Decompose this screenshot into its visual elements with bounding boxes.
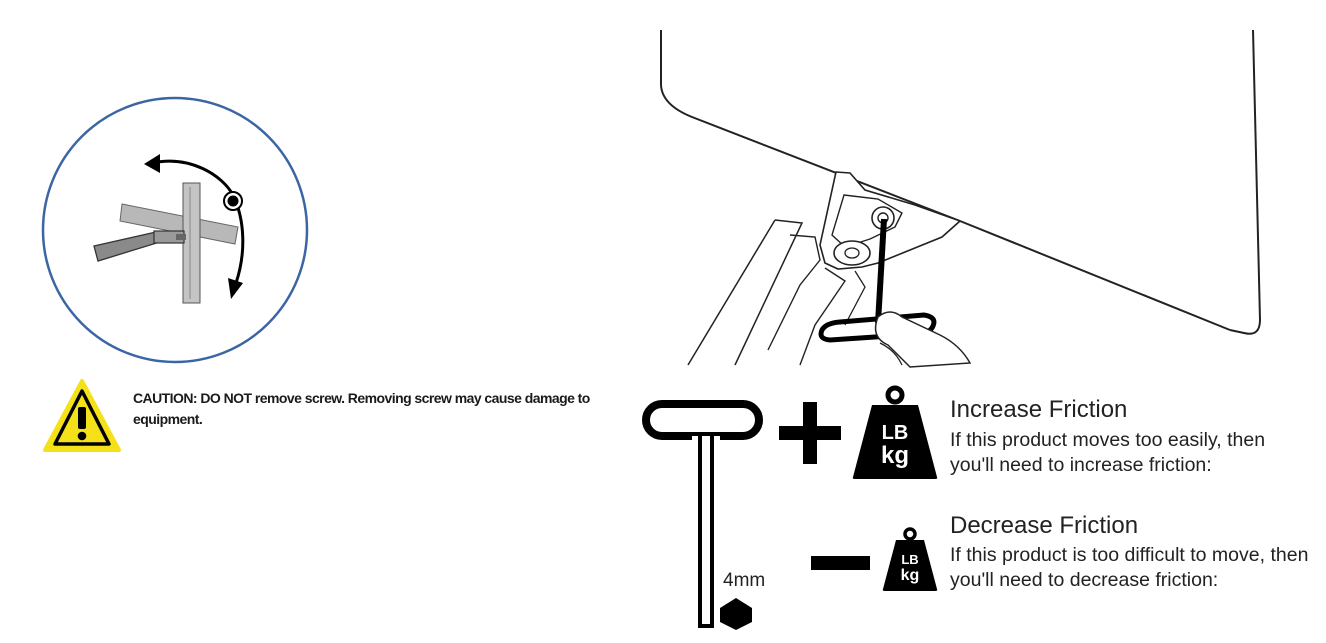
weight-decrease-icon: LB kg — [882, 527, 938, 591]
hex-key-size-label: 4mm — [723, 570, 766, 591]
weight-small-label-bottom: kg — [901, 567, 920, 584]
warning-triangle-icon — [43, 379, 121, 452]
tilt-rotation-illustration — [41, 96, 309, 364]
monitor-hex-key-illustration — [660, 29, 1262, 368]
decrease-friction-title: Decrease Friction — [950, 512, 1139, 539]
plus-icon — [779, 402, 841, 464]
increase-friction-title: Increase Friction — [950, 396, 1128, 423]
caution-message: CAUTION: DO NOT remove screw. Removing s… — [133, 390, 590, 427]
weight-large-label-top: LB — [882, 422, 909, 444]
decrease-friction-description: If this product is too difficult to move… — [950, 544, 1309, 591]
increase-friction-description: If this product moves too easily, then y… — [950, 429, 1266, 476]
minus-icon — [811, 556, 870, 570]
weight-large-label-bottom: kg — [881, 442, 909, 469]
weight-increase-icon: LB kg — [852, 385, 938, 479]
hex-key-icon — [642, 400, 763, 630]
weight-small-label-top: LB — [901, 552, 918, 567]
